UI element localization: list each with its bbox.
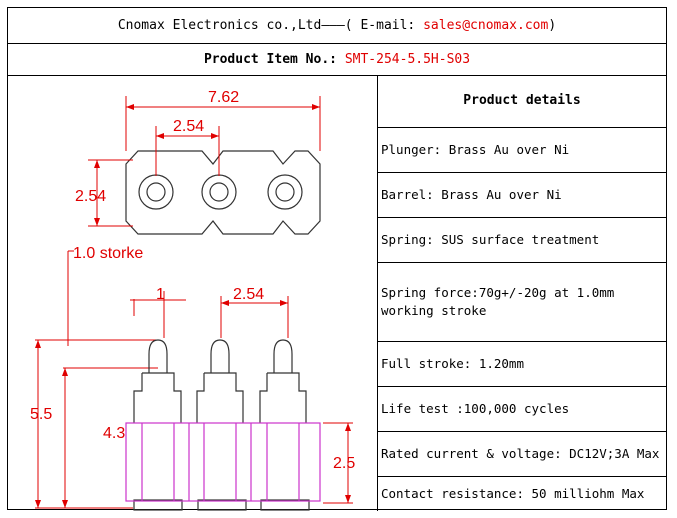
dim-total-height: 5.5	[30, 406, 52, 423]
spec-sheet: Cnomax Electronics co.,Ltd ———( E-mail: …	[7, 7, 667, 511]
dim-plunger-width: 1	[156, 286, 165, 303]
header-dash: ———(	[321, 18, 353, 33]
dim-body-height: 4.3	[103, 425, 125, 442]
detail-barrel: Barrel: Brass Au over Ni	[378, 173, 666, 218]
dim-base-height: 2.5	[333, 455, 355, 472]
product-details-table: Product details Plunger: Brass Au over N…	[378, 76, 666, 511]
product-item-no: SMT-254-5.5H-S03	[344, 52, 471, 67]
details-title: Product details	[378, 76, 666, 128]
technical-drawing: 7.62 2.54 2.54 1.0 storke 1 2.54 5.5 4.3…	[8, 76, 378, 511]
dim-pitch-side: 2.54	[233, 286, 264, 303]
dim-stroke-note: 1.0 storke	[73, 245, 143, 262]
dim-total-width: 7.62	[208, 89, 239, 106]
header-row: Cnomax Electronics co.,Ltd ———( E-mail: …	[8, 8, 666, 44]
detail-spring-force: Spring force:70g+/-20g at 1.0mm working …	[378, 263, 666, 342]
detail-full-stroke: Full stroke: 1.20mm	[378, 342, 666, 387]
top-dimensions	[35, 96, 353, 509]
top-view	[125, 150, 321, 235]
detail-spring: Spring: SUS surface treatment	[378, 218, 666, 263]
company-name: Cnomax Electronics co.,Ltd	[117, 18, 322, 33]
email-link[interactable]: sales@cnomax.com	[423, 18, 549, 33]
detail-rated-current: Rated current & voltage: DC12V;3A Max	[378, 432, 666, 477]
header-close: )	[548, 18, 557, 33]
side-view-pins	[133, 339, 310, 511]
dim-pitch-top: 2.54	[173, 118, 204, 135]
product-label: Product Item No.:	[203, 52, 345, 67]
insulator-body	[125, 422, 321, 502]
drawing-svg: 7.62 2.54 2.54 1.0 storke 1 2.54 5.5 4.3…	[30, 89, 355, 511]
product-row: Product Item No.: SMT-254-5.5H-S03	[8, 44, 666, 76]
detail-contact-resistance: Contact resistance: 50 milliohm Max	[381, 485, 645, 501]
email-label: E-mail:	[352, 18, 424, 33]
dimension-arrows	[35, 104, 351, 508]
detail-life-test: Life test :100,000 cycles	[378, 387, 666, 432]
dim-height-top: 2.54	[75, 188, 106, 205]
detail-plunger: Plunger: Brass Au over Ni	[378, 128, 666, 173]
